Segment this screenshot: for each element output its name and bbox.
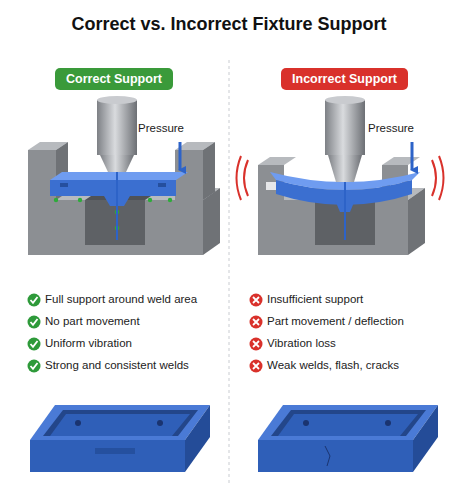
- correct-part-shape: [168, 198, 172, 202]
- good-part: [30, 405, 210, 472]
- correct-horn-shape: [97, 100, 137, 155]
- correct-part-shape: [54, 198, 58, 202]
- title: Correct vs. Incorrect Fixture Support: [0, 14, 458, 35]
- fault-item: Weak welds, flash, cracks: [267, 359, 399, 371]
- vibration-marks-shape: [439, 156, 444, 200]
- incorrect-horn: [325, 96, 412, 240]
- cross-icons-shape: [250, 316, 263, 329]
- check-icons-shape: [31, 319, 38, 325]
- correct-part-shape: [148, 198, 152, 202]
- bad-part-shape: [385, 420, 391, 426]
- bad-part: [258, 405, 438, 472]
- correct-fixture-shape: [85, 200, 145, 245]
- incorrect-horn-shape: [344, 182, 346, 240]
- vibration-marks-shape: [244, 160, 248, 196]
- check-icons: [28, 294, 41, 373]
- correct-horn-shape: [100, 155, 134, 172]
- check-icons-shape: [31, 341, 38, 347]
- check-icons-shape: [28, 294, 41, 307]
- correct-horn: [97, 96, 180, 240]
- cross-icons-shape: [250, 338, 263, 351]
- correct-part-shape: [78, 198, 82, 202]
- cross-icons-shape: [253, 319, 259, 325]
- header-text: Incorrect Support: [292, 72, 397, 86]
- correct-part-shape: [50, 172, 188, 180]
- good-part-shape: [95, 448, 135, 454]
- pressure-label: Pressure: [138, 122, 184, 134]
- correct-part-shape: [158, 183, 166, 187]
- correct-fixture-shape: [203, 142, 215, 200]
- divider: [229, 60, 230, 485]
- correct-part-shape: [60, 183, 68, 187]
- correct-fixture-shape: [28, 200, 203, 255]
- correct-part: [50, 172, 188, 230]
- fault-item: Insufficient support: [267, 293, 363, 305]
- check-icons-shape: [28, 360, 41, 373]
- check-item: Full support around weld area: [45, 293, 197, 305]
- incorrect-horn-shape: [328, 155, 362, 182]
- cross-icons-shape: [250, 294, 263, 307]
- cross-icons-shape: [253, 363, 259, 369]
- cross-icons-shape: [253, 297, 259, 303]
- fault-item: Part movement / deflection: [267, 315, 404, 327]
- bad-part-shape: [303, 420, 309, 426]
- pressure-label: Pressure: [368, 122, 414, 134]
- cross-icons: [250, 294, 263, 373]
- good-part-shape: [43, 410, 198, 436]
- incorrect-fixture-shape: [258, 200, 408, 255]
- correct-header: Correct Support: [55, 68, 173, 90]
- incorrect-horn-shape: [411, 142, 414, 170]
- vibration-marks: [237, 156, 444, 200]
- check-item: Strong and consistent welds: [45, 359, 189, 371]
- correct-horn-shape: [116, 172, 118, 240]
- bad-part-shape: [258, 440, 413, 472]
- good-part-shape: [50, 414, 190, 436]
- correct-horn-shape: [179, 142, 182, 170]
- incorrect-horn-shape: [325, 100, 365, 155]
- good-part-shape: [30, 440, 185, 472]
- bad-part-shape: [271, 410, 426, 436]
- check-item: No part movement: [45, 315, 140, 327]
- incorrect-fixture-shape: [382, 157, 420, 165]
- bad-part-shape: [258, 405, 438, 440]
- vibration-marks-shape: [237, 156, 242, 200]
- header-text: Correct Support: [66, 72, 162, 86]
- good-part-shape: [75, 420, 81, 426]
- good-part-shape: [185, 405, 210, 472]
- bad-part-shape: [325, 446, 330, 466]
- incorrect-header: Incorrect Support: [281, 68, 408, 90]
- correct-horn-shape: [97, 96, 137, 104]
- check-icons-shape: [31, 363, 38, 369]
- bad-part-shape: [413, 405, 438, 472]
- check-item: Uniform vibration: [45, 337, 132, 349]
- incorrect-fixture-shape: [408, 188, 425, 255]
- vibration-marks-shape: [432, 160, 436, 196]
- correct-part-shape: [50, 180, 176, 206]
- fault-item: Vibration loss: [267, 337, 336, 349]
- check-icons-shape: [31, 297, 38, 303]
- check-icons-shape: [28, 338, 41, 351]
- cross-icons-shape: [250, 360, 263, 373]
- good-part-shape: [157, 420, 163, 426]
- cross-icons-shape: [253, 341, 259, 347]
- incorrect-horn-shape: [325, 96, 365, 104]
- correct-fixture: [28, 142, 220, 255]
- incorrect-fixture-shape: [258, 157, 296, 165]
- bad-part-shape: [278, 414, 418, 436]
- good-part-shape: [30, 405, 210, 440]
- check-icons-shape: [28, 316, 41, 329]
